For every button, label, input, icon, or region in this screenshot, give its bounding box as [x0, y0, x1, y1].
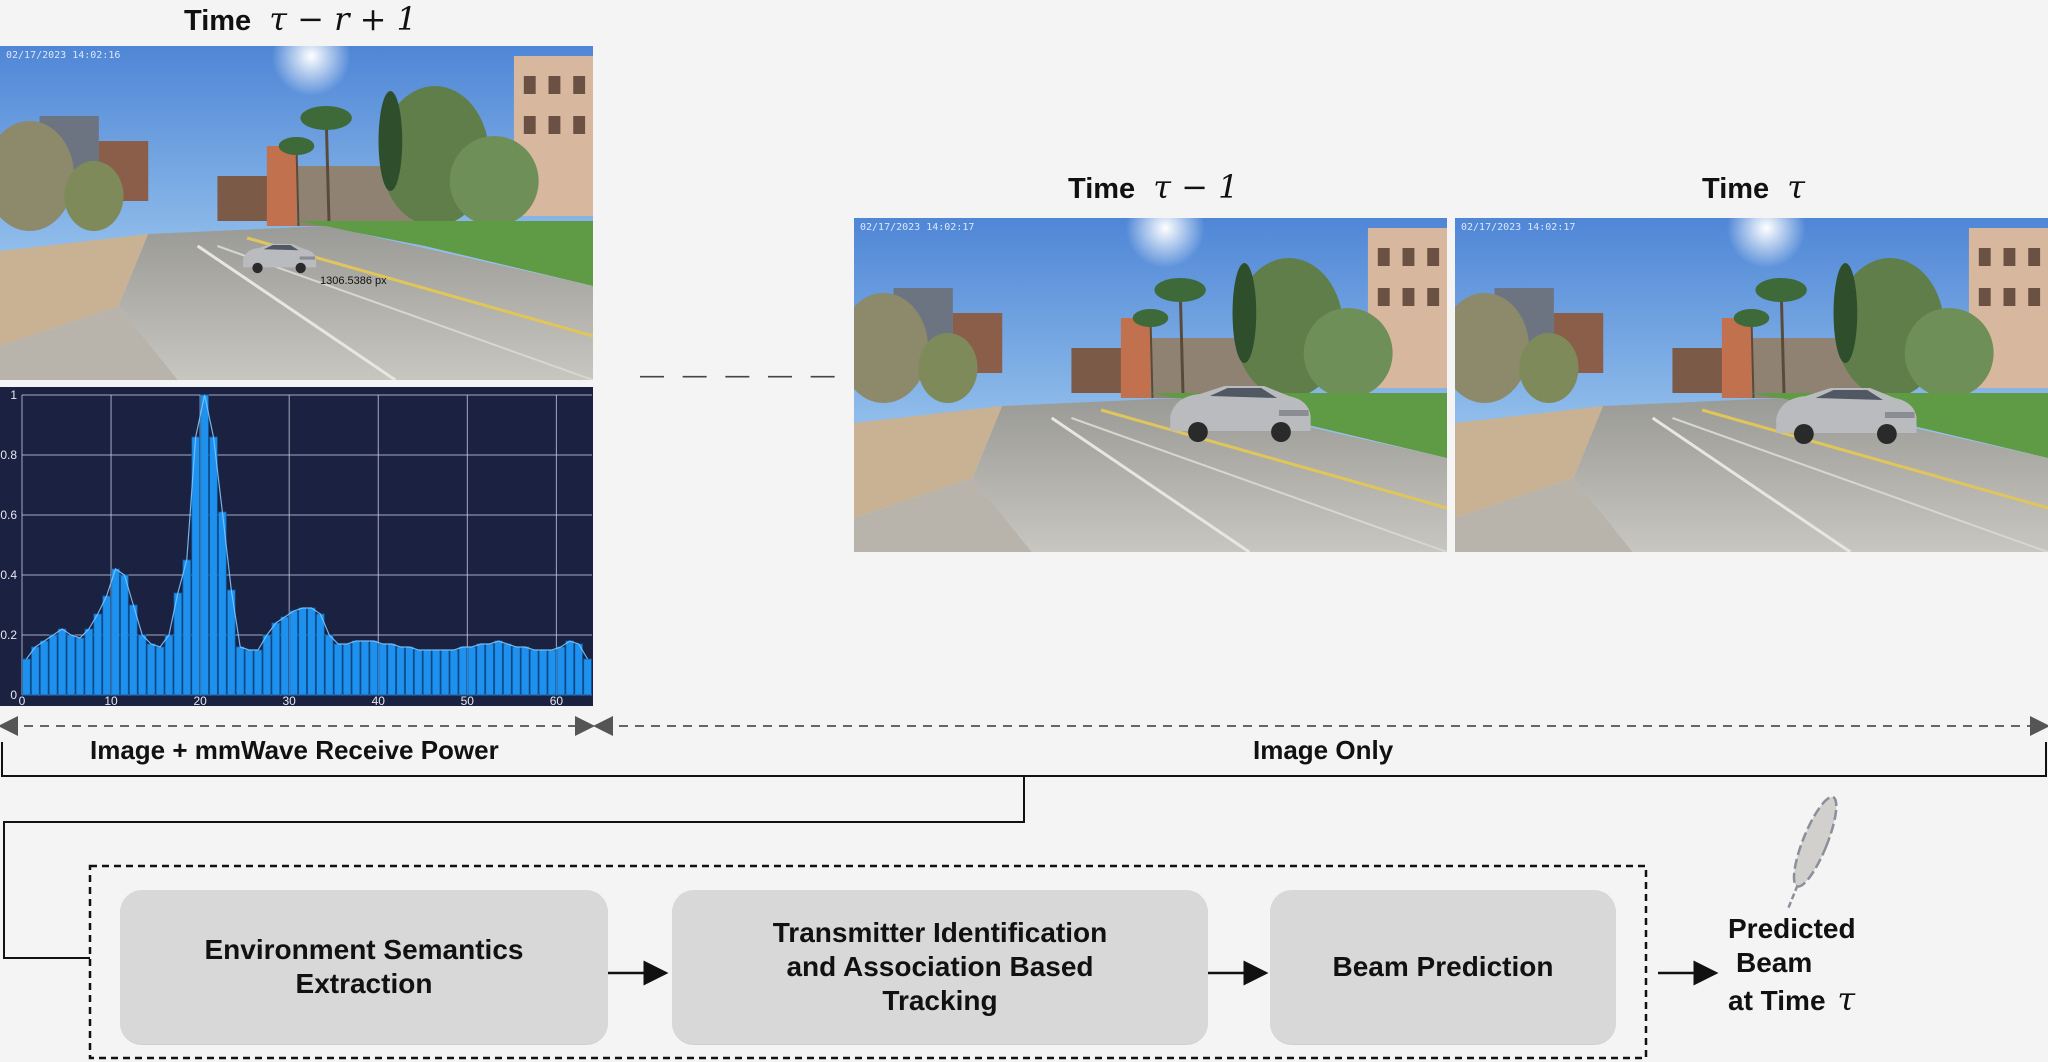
x-tick-label: 60 — [550, 694, 564, 706]
stage-transmitter-tracking: Transmitter Identification and Associati… — [672, 890, 1208, 1044]
y-tick-label: 0 — [10, 688, 17, 702]
x-tick-label: 40 — [372, 694, 386, 706]
time-label-first: Time τ − r + 1 — [184, 0, 417, 38]
timestamp-overlay: 02/17/2023 14:02:16 — [6, 50, 121, 61]
timestamp-overlay: 02/17/2023 14:02:17 — [1461, 222, 1576, 233]
output-predicted-beam: Predicted Beam at Time τ — [1728, 912, 1856, 1019]
stage-beam-prediction: Beam Prediction — [1270, 890, 1616, 1044]
time-label-middle: Time τ − 1 — [1068, 168, 1238, 206]
y-tick-label: 0.2 — [0, 628, 17, 642]
detection-label: 1306.5386 px — [320, 275, 387, 287]
stage-environment-semantics: Environment Semantics Extraction — [120, 890, 608, 1044]
camera-frame-last: 02/17/2023 14:02:17 — [1455, 218, 2048, 552]
time-label-middle-prefix: Time — [1068, 173, 1136, 205]
timestamp-overlay: 02/17/2023 14:02:17 — [860, 222, 975, 233]
output-line1: Predicted — [1728, 913, 1856, 944]
time-label-first-prefix: Time — [184, 5, 252, 37]
output-line3-prefix: at Time — [1728, 985, 1826, 1017]
power-envelope-line — [25, 394, 589, 660]
y-tick-label: 0.4 — [0, 568, 17, 582]
bracket-connector — [3, 776, 1025, 959]
ellipsis-dashes: — — — — — — [640, 362, 841, 389]
range-label-right: Image Only — [1253, 735, 1394, 765]
time-label-last-prefix: Time — [1702, 173, 1770, 205]
camera-frame-middle: 02/17/2023 14:02:17 — [854, 218, 1447, 552]
x-tick-label: 0 — [19, 694, 26, 706]
stage2-line2: and Association Based — [786, 950, 1094, 982]
y-tick-label: 1 — [10, 388, 17, 402]
x-tick-label: 50 — [461, 694, 475, 706]
stage1-line1: Environment Semantics — [204, 933, 524, 965]
x-tick-label: 30 — [283, 694, 297, 706]
stage2-line3: Tracking — [882, 985, 998, 1017]
stage1-line2: Extraction — [295, 968, 433, 999]
y-tick-label: 0.8 — [0, 448, 17, 462]
beam-lobe-icon — [1786, 795, 1838, 910]
output-line3: at Time τ — [1728, 980, 1856, 1019]
y-tick-label: 0.6 — [0, 508, 17, 522]
range-label-left: Image + mmWave Receive Power — [90, 735, 499, 765]
time-label-last: Time τ — [1702, 168, 1805, 206]
time-label-middle-expr: τ − 1 — [1153, 168, 1239, 206]
output-line2: Beam — [1736, 947, 1813, 979]
stage3-line1: Beam Prediction — [1332, 950, 1554, 982]
x-tick-label: 20 — [193, 694, 207, 706]
time-label-first-expr: τ − r + 1 — [269, 0, 417, 38]
x-tick-label: 10 — [104, 694, 118, 706]
stage2-line1: Transmitter Identification — [772, 916, 1108, 948]
camera-frame-first: 02/17/2023 14:02:16 1306.5386 px — [0, 46, 593, 380]
output-line3-math: τ — [1837, 980, 1856, 1019]
time-label-last-expr: τ — [1787, 168, 1805, 206]
pipeline-box — [88, 864, 1648, 1060]
